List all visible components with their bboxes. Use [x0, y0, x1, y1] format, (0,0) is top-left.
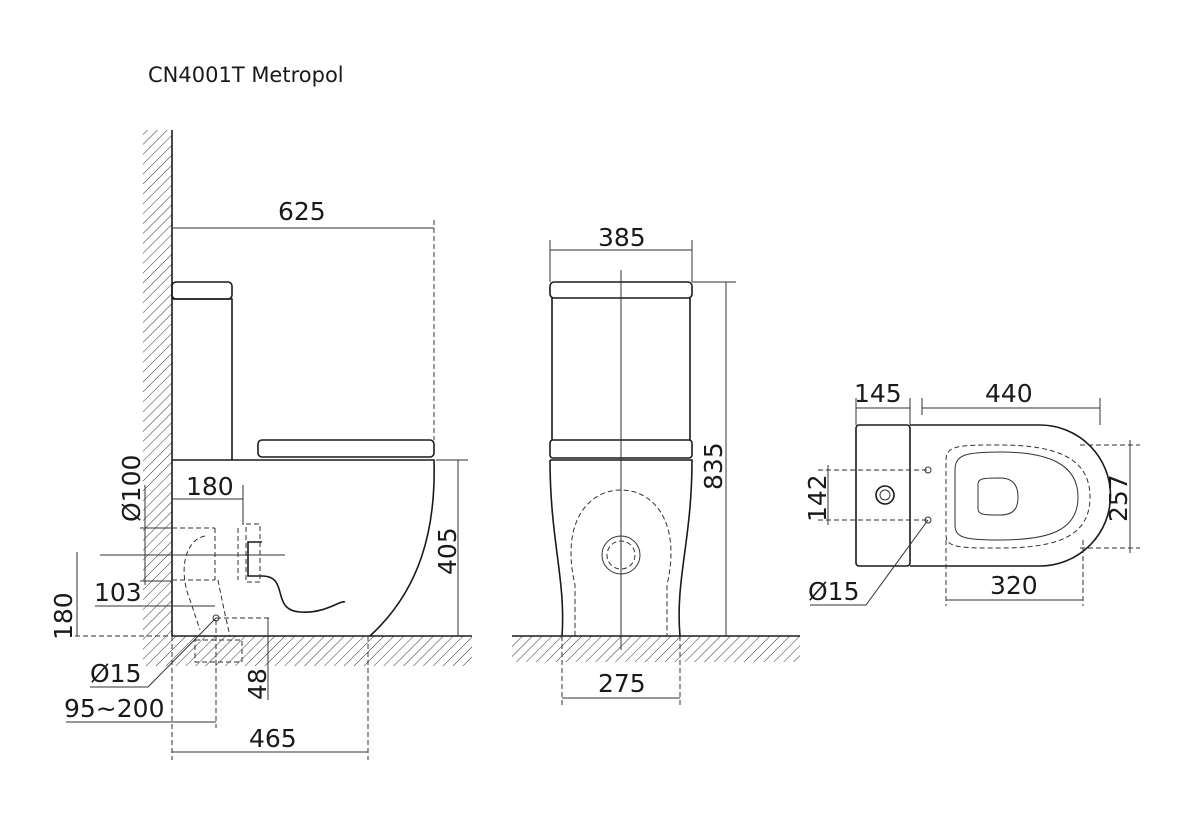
top-drain — [977, 477, 1019, 516]
tank-body — [172, 298, 233, 460]
top-tank — [855, 424, 911, 567]
dim-inlet-diameter: Ø15 — [90, 659, 142, 688]
top-bowl — [910, 424, 1112, 567]
side-view: 625 405 180 Ø100 103 180 Ø15 48 95~200 — [49, 130, 472, 760]
dim-257: 257 — [1104, 474, 1133, 522]
dim-405: 405 — [433, 527, 462, 575]
dim-103: 103 — [94, 578, 142, 607]
dim-outlet-diameter: Ø100 — [117, 455, 146, 522]
dim-180-height: 180 — [49, 592, 78, 640]
dim-180-offset: 180 — [186, 472, 234, 501]
top-seat-outline — [945, 444, 1091, 549]
dim-145: 145 — [854, 379, 902, 408]
dim-465: 465 — [249, 724, 297, 753]
trapway — [247, 541, 346, 613]
dim-48: 48 — [243, 668, 272, 700]
bowl-outline — [172, 459, 435, 637]
dim-835: 835 — [699, 442, 728, 490]
flush-button — [875, 485, 895, 505]
dim-625: 625 — [278, 197, 326, 226]
dim-rough-in: 95~200 — [64, 694, 164, 723]
outlet-connector — [172, 523, 261, 663]
dim-142: 142 — [803, 474, 832, 522]
top-view: 145 440 142 257 320 Ø15 — [803, 379, 1140, 606]
floor-hatch — [143, 636, 472, 666]
tank-lid — [171, 281, 233, 300]
dim-top-inlet-diameter: Ø15 — [808, 577, 860, 606]
dim-275: 275 — [598, 669, 646, 698]
front-bowl — [549, 459, 693, 637]
seat — [257, 439, 435, 458]
drawing-title: CN4001T Metropol — [148, 63, 344, 87]
dim-320: 320 — [990, 571, 1038, 600]
dim-385: 385 — [598, 223, 646, 252]
dim-440: 440 — [985, 379, 1033, 408]
front-tank-body — [551, 298, 691, 440]
front-view: 385 835 275 — [512, 223, 800, 706]
wall-hatch — [143, 130, 172, 636]
